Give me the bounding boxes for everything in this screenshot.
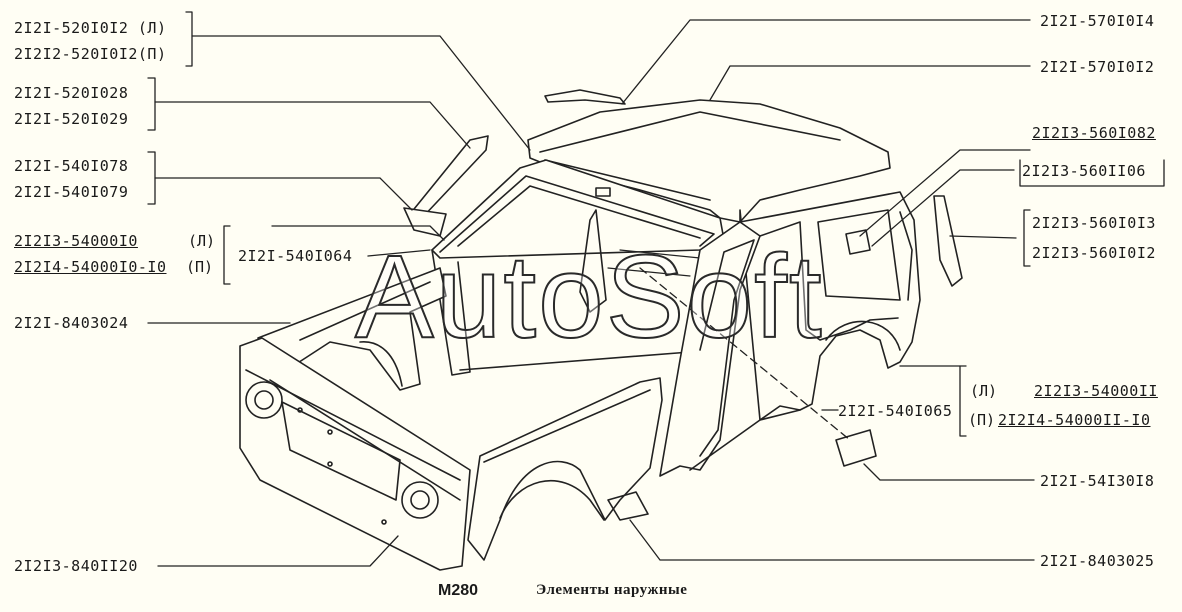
rear-side-window-trim <box>933 195 963 287</box>
leader-lines <box>147 19 1035 567</box>
side-label-l4b: (П) <box>186 258 214 276</box>
side-label-l4a: (Л) <box>188 232 216 250</box>
part-label-r4: 2I2I3-560II06 <box>1022 162 1146 180</box>
rear-quarter <box>739 191 921 421</box>
front-panel <box>239 337 471 571</box>
label-brackets <box>147 11 1165 437</box>
part-label-l2b: 2I2I-520I029 <box>14 110 129 128</box>
diagram-title: Элементы наружные <box>536 582 688 598</box>
part-label-l5: 2I2I-540I064 <box>238 247 353 265</box>
part-label-l3a: 2I2I-540I078 <box>14 157 129 175</box>
part-label-r3: 2I2I3-560I082 <box>1032 124 1156 142</box>
part-label-l6: 2I2I-8403024 <box>14 314 129 332</box>
part-label-r5a: 2I2I3-560I0I3 <box>1032 214 1156 232</box>
part-label-r9: 2I2I-8403025 <box>1040 552 1155 570</box>
roof-front-rail <box>544 89 626 105</box>
door-frame <box>659 221 801 477</box>
side-label-r6a: (Л) <box>970 382 998 400</box>
side-label-r6b: (П) <box>968 411 996 429</box>
part-label-r5b: 2I2I3-560I0I2 <box>1032 244 1156 262</box>
part-label-r6b: 2I2I4-54000II-I0 <box>998 411 1151 429</box>
part-label-r7: 2I2I-540I065 <box>838 402 953 420</box>
sill-part <box>835 429 877 467</box>
part-label-r2: 2I2I-570I0I2 <box>1040 58 1155 76</box>
part-label-r8: 2I2I-54I30I8 <box>1040 472 1155 490</box>
part-label-l3b: 2I2I-540I079 <box>14 183 129 201</box>
part-label-l4b: 2I2I4-54000I0-I0 <box>14 258 167 276</box>
part-label-l4a: 2I2I3-54000I0 <box>14 232 138 250</box>
part-label-l1b: 2I2I2-520I0I2(П) <box>14 45 167 63</box>
front-fender-right <box>467 377 663 561</box>
part-label-r1: 2I2I-570I0I4 <box>1040 12 1155 30</box>
part-label-l1a: 2I2I-520I0I2 (Л) <box>14 19 167 37</box>
part-label-l7: 2I2I3-840II20 <box>14 557 138 575</box>
part-label-l2a: 2I2I-520I028 <box>14 84 129 102</box>
part-label-r6a: 2I2I3-54000II <box>1034 382 1158 400</box>
interior-dash <box>579 209 607 313</box>
a-pillar-trim <box>409 135 489 221</box>
watermark-text: AutoSoft <box>354 231 824 363</box>
diagram-code: M280 <box>438 582 479 599</box>
